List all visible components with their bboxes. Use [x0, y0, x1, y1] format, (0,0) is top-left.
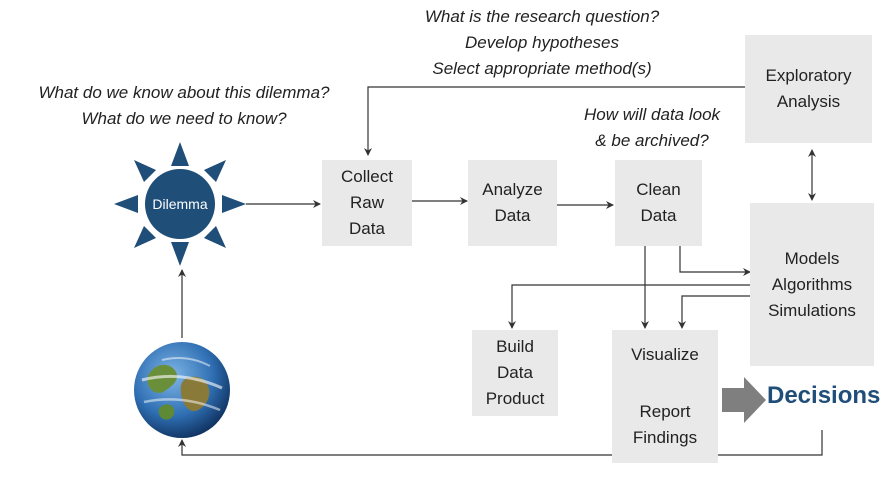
arrow-clean-to-models [679, 245, 751, 276]
sun-ray [222, 195, 246, 213]
sun-ray [204, 226, 226, 248]
note-line: What is the research question? [424, 7, 660, 26]
box-label: Models [784, 248, 840, 268]
sun-burst-icon: Dilemma [114, 142, 246, 266]
arrow-decisions-to-earth [178, 430, 823, 456]
box-label: Analyze [482, 180, 543, 199]
sun-ray [171, 242, 189, 266]
note-line: Develop hypotheses [464, 33, 620, 52]
analyze-data-box: Analyze Data [468, 160, 557, 246]
research-questions-note: What is the research question? Develop h… [392, 4, 692, 82]
big-arrow-to-decisions [722, 377, 766, 423]
note-line: How will data look [583, 105, 721, 124]
arrow-models-to-build [508, 284, 750, 329]
box-label: Simulations [768, 300, 856, 320]
visualize-report-box: Visualize Report Findings [612, 330, 718, 463]
sun-core [145, 169, 215, 239]
box-label: Algorithms [771, 274, 853, 294]
box-label: Data [640, 206, 677, 225]
box-label: Report [639, 402, 691, 421]
sun-ray [114, 195, 138, 213]
arrow-models-to-visualize [678, 295, 750, 329]
dilemma-questions-note: What do we know about this dilemma? What… [4, 80, 364, 132]
note-line: What do we need to know? [81, 109, 287, 128]
clean-data-box: Clean Data [615, 160, 702, 246]
note-line: Select appropriate method(s) [432, 59, 652, 78]
box-label: Data [497, 363, 533, 382]
box-label: Data [494, 206, 531, 225]
sun-ray [171, 142, 189, 166]
dilemma-label: Dilemma [152, 196, 207, 212]
box-label: Analysis [776, 92, 841, 111]
box-label: Data [349, 219, 385, 238]
sun-ray [134, 226, 156, 248]
data-archive-note: How will data look & be archived? [562, 102, 742, 154]
note-line: What do we know about this dilemma? [38, 83, 330, 102]
box-label: Product [485, 389, 545, 408]
visualize-label: Visualize [631, 345, 699, 364]
arrow-exploratory-to-collect [364, 86, 745, 156]
box-label: Findings [632, 428, 698, 447]
box-label: Clean [636, 180, 681, 199]
decisions-label: Decisions [767, 382, 880, 409]
exploratory-analysis-box: Exploratory Analysis [745, 35, 872, 143]
note-line: & be archived? [595, 131, 709, 150]
box-label: Build [496, 337, 534, 356]
earth-globe-icon [134, 342, 230, 438]
box-label: Raw [349, 193, 384, 212]
models-algorithms-box: Models Algorithms Simulations [750, 203, 874, 366]
build-data-product-box: Build Data Product [472, 330, 558, 416]
collect-raw-data-box: Collect Raw Data [322, 160, 412, 246]
sun-ray [204, 160, 226, 182]
box-label: Exploratory [765, 66, 852, 85]
box-label: Collect [341, 167, 393, 186]
report-findings-label: Report Findings [633, 399, 697, 451]
sun-ray [134, 160, 156, 182]
